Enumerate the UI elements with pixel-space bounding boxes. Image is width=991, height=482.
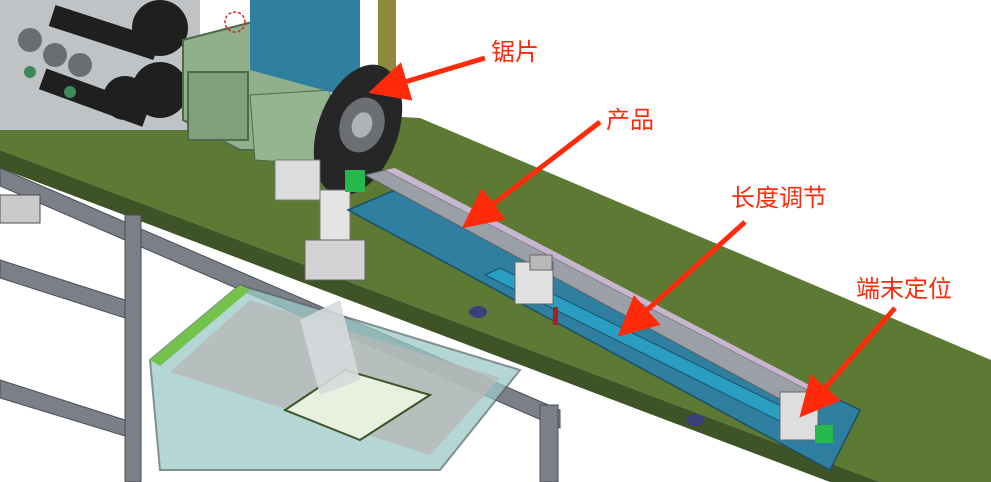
label-product: 产品 <box>606 106 654 134</box>
arrow-length-adjust <box>617 220 747 337</box>
leveling-feet <box>469 306 704 426</box>
belt-drive <box>0 0 200 130</box>
label-length-adjust: 长度调节 <box>731 184 827 212</box>
table-front-edge <box>0 150 880 482</box>
length-adjust-block <box>514 254 554 305</box>
arrow-end-positioning <box>799 306 897 418</box>
saw-mount-plate <box>224 0 360 100</box>
end-positioning-block <box>779 391 833 443</box>
label-saw-blade: 锯片 <box>491 38 539 66</box>
arrow-saw-blade <box>368 55 486 101</box>
scrap-bin <box>148 283 522 471</box>
arrow-product <box>462 120 602 229</box>
callout-arrows <box>368 55 897 418</box>
clamp-bracket <box>274 159 366 281</box>
label-end-positioning: 端末定位 <box>856 275 952 303</box>
